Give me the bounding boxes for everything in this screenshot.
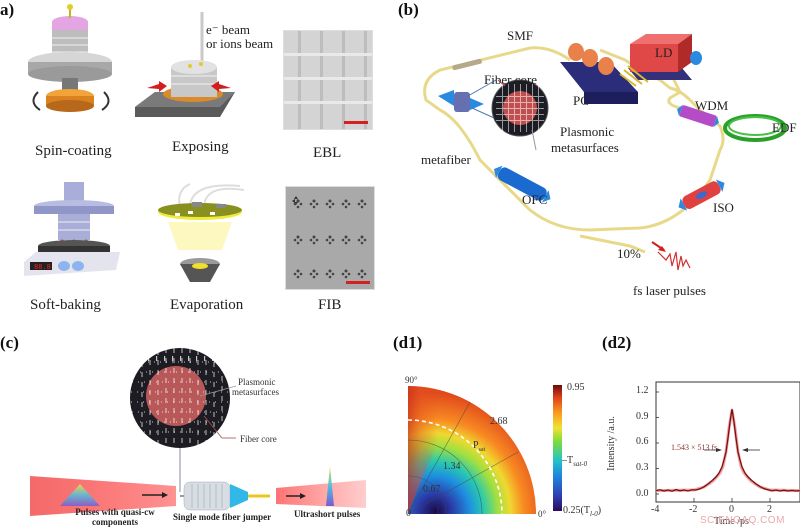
laser-diode: [619, 34, 702, 87]
output-beam: [276, 480, 366, 508]
spin-coater-illustration: [28, 4, 112, 112]
plasmonic-label-line2: metasurfaces: [232, 387, 279, 397]
ebl-sem-image: [283, 30, 373, 130]
metafiber-pulse-shaping-diagram: [30, 348, 366, 516]
watermark: SCIENGAQ.COM: [700, 515, 785, 526]
colorbar: [553, 385, 562, 511]
tsat-symbol: T: [567, 455, 574, 466]
svg-text:88.8: 88.8: [34, 263, 51, 271]
panel-b-label: (b): [398, 0, 419, 19]
y-tick-1-2: 1.2: [636, 385, 649, 396]
angle-90-label: 90°: [405, 375, 418, 385]
caption-evaporation: Evaporation: [170, 297, 244, 313]
y-tick-0-0: 0.0: [636, 488, 649, 499]
caption-ebl: EBL: [313, 145, 342, 161]
fib-nanostructure-pattern: [292, 196, 367, 279]
fiber-jumper-connector: [183, 481, 231, 511]
evaporation-illustration: [158, 183, 245, 282]
scale-bar: [346, 281, 370, 284]
ld-label: LD: [655, 45, 673, 60]
panel-c-label: (c): [0, 333, 19, 352]
colorbar-max-label: 0.95: [567, 382, 585, 393]
metafiber-label: metafiber: [421, 152, 471, 167]
single-mode-fiber-jumper-label: Single mode fiber jumper: [173, 512, 272, 522]
isolator: [678, 179, 725, 211]
radial-tick-1-34: 1.34: [443, 461, 461, 472]
output-ratio-label: 10%: [617, 246, 641, 261]
polar-transmission-map: [407, 386, 536, 515]
y-axis-label: Intensity /a.u.: [605, 416, 617, 471]
colorbar-tsat-label: –Tsat-0: [562, 455, 588, 468]
ultrashort-pulses-label: Ultrashort pulses: [294, 509, 361, 519]
smf-label: SMF: [507, 28, 534, 43]
output-coupler: [493, 165, 551, 203]
fiber-core-label: Fiber core: [240, 434, 277, 444]
fiber-laser-cavity-diagram: [423, 34, 787, 271]
wdm-label: WDM: [695, 98, 729, 113]
radial-tick-2-68: 2.68: [490, 416, 508, 427]
input-pulses-line2: components: [91, 517, 138, 527]
fib-sem-image: [285, 186, 375, 290]
smf-splice: [452, 58, 482, 71]
output-pulse: [326, 466, 334, 506]
psat-dashed-line: [407, 419, 503, 515]
ofc-label: OFC: [522, 192, 548, 207]
input-pulses-line1: Pulses with quasi-cw: [75, 507, 155, 517]
tsat-subscript: sat-0: [573, 460, 588, 468]
colorbar-min-label: 0.25(Tl-0): [563, 505, 601, 518]
autocorrelation-plot: [655, 381, 800, 503]
plasmonic-label-line1: Plasmonic: [238, 377, 276, 387]
panel-d1-label: (d1): [393, 333, 423, 352]
metafiber-connector: [438, 90, 484, 112]
wdm-coupler: [677, 104, 719, 128]
angle-0-label: 0°: [538, 509, 547, 519]
autocorrelation-trace: [655, 408, 800, 492]
tl-symbol: 0.25(T: [563, 505, 590, 516]
radial-tick-0-67: 0.67: [423, 484, 441, 495]
y-tick-0-3: 0.3: [636, 462, 649, 473]
fwhm-annotation: 1.543 × 513 fs: [671, 443, 718, 452]
tl-subscript: l-0: [589, 510, 598, 518]
edf-label: EDF: [772, 120, 797, 135]
psat-subscript: sat: [478, 447, 486, 453]
iso-label: ISO: [713, 200, 734, 215]
psat-label: Psat: [473, 440, 485, 453]
panel-d2-label: (d2): [602, 333, 632, 352]
pc-label: PC: [573, 93, 589, 108]
plasmonic-label-line1: Plasmonic: [560, 124, 615, 139]
tl-close: ): [597, 505, 602, 516]
x-tick-0: 0: [729, 504, 734, 515]
fs-pulse-waveform: [657, 251, 691, 271]
x-axis-label: Time /ps: [714, 516, 749, 527]
plasmonic-label-line2: metasurfaces: [551, 140, 619, 155]
input-pulse: [60, 484, 100, 506]
x-tick-neg2: -2: [689, 504, 698, 515]
input-pulses-label: Pulses with quasi-cw components: [60, 507, 170, 527]
caption-soft-baking: Soft-baking: [30, 297, 101, 313]
panel-a-label: a): [0, 0, 15, 19]
exposing-beam-label-line1: e⁻ beam: [206, 22, 251, 37]
y-tick-0-6: 0.6: [636, 436, 649, 447]
x-tick-neg4: -4: [651, 504, 660, 515]
exposing-beam-label-line2: or ions beam: [206, 36, 274, 51]
fiber-core-label: Fiber core: [484, 72, 538, 87]
scale-bar: [344, 121, 368, 124]
origin-label: 0: [406, 508, 411, 519]
soft-baking-illustration: 88.8: [24, 182, 120, 276]
y-tick-0-9: 0.9: [636, 411, 649, 422]
caption-exposing: Exposing: [172, 139, 229, 155]
x-tick-2: 2: [767, 504, 772, 515]
exposing-illustration: [135, 12, 235, 117]
polarization-controller: [560, 43, 638, 104]
psat-symbol: P: [473, 440, 479, 451]
fs-laser-pulses-label: fs laser pulses: [633, 283, 706, 298]
caption-spin-coating: Spin-coating: [35, 143, 112, 159]
caption-fib: FIB: [318, 297, 342, 313]
